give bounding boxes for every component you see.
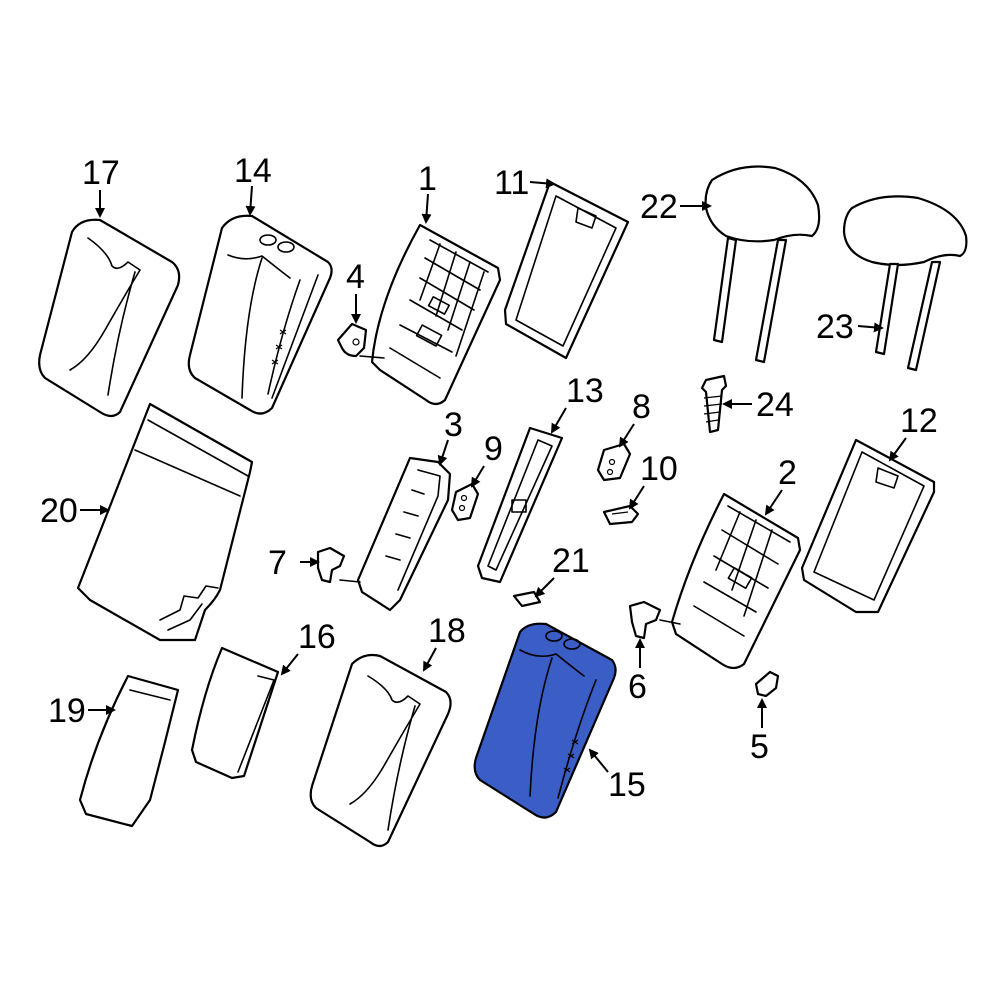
part-10-latch[interactable]: [602, 504, 640, 526]
leader-arrows: [80, 178, 907, 773]
callout-24: 24: [756, 386, 794, 424]
callout-1: 1: [418, 160, 437, 198]
callout-12: 12: [900, 402, 938, 440]
part-17-backrest-cover[interactable]: [38, 218, 181, 418]
callout-21: 21: [552, 542, 590, 580]
part-1-backrest-frame[interactable]: [359, 223, 502, 406]
callout-17: 17: [82, 154, 120, 192]
part-23-headrest[interactable]: [842, 195, 968, 372]
callout-labels: 17 14 1 4 11 22 23 24 20 3 9 13 8 10 7 2…: [40, 152, 938, 804]
part-5-latch[interactable]: [754, 670, 780, 698]
part-7-pivot-bracket[interactable]: [316, 546, 346, 584]
part-8-bracket[interactable]: [596, 442, 632, 482]
part-15-fill: [473, 622, 617, 819]
callout-9: 9: [484, 430, 503, 468]
callout-23: 23: [816, 308, 854, 346]
part-18-cushion-cover[interactable]: [309, 653, 452, 848]
part-12-panel[interactable]: [800, 438, 936, 614]
part-13-trim-strip[interactable]: [476, 426, 564, 584]
part-16-side-panel[interactable]: [190, 646, 280, 780]
part-24-guide-sleeve[interactable]: [700, 374, 728, 434]
callout-2: 2: [778, 454, 797, 492]
part-15-backrest-highlighted[interactable]: [473, 622, 617, 819]
callout-22: 22: [640, 188, 678, 226]
callout-5: 5: [750, 728, 769, 766]
callout-7: 7: [268, 544, 287, 582]
callout-3: 3: [444, 406, 463, 444]
callout-19: 19: [48, 692, 86, 730]
callout-20: 20: [40, 492, 78, 530]
part-2-backrest-frame[interactable]: [659, 492, 802, 670]
callout-13: 13: [566, 372, 604, 410]
callout-15: 15: [608, 766, 646, 804]
part-6-pivot-bracket[interactable]: [628, 600, 662, 640]
part-19-side-cover[interactable]: [78, 674, 180, 828]
callout-6: 6: [628, 668, 647, 706]
part-9-clip[interactable]: [450, 482, 480, 522]
callout-14: 14: [234, 152, 272, 190]
callout-8: 8: [632, 388, 651, 426]
callout-11: 11: [494, 164, 529, 202]
part-14-backrest[interactable]: [187, 214, 333, 415]
part-4-bracket[interactable]: [336, 322, 368, 358]
part-20-seat-cushion[interactable]: [76, 402, 254, 642]
callout-16: 16: [298, 618, 336, 656]
part-11-panel[interactable]: [503, 180, 630, 360]
part-3-side-frame[interactable]: [339, 456, 452, 612]
part-21-clip[interactable]: [512, 590, 542, 608]
part-22-headrest[interactable]: [704, 165, 821, 364]
callout-4: 4: [346, 258, 365, 296]
callout-10: 10: [640, 450, 678, 488]
callout-18: 18: [428, 612, 466, 650]
